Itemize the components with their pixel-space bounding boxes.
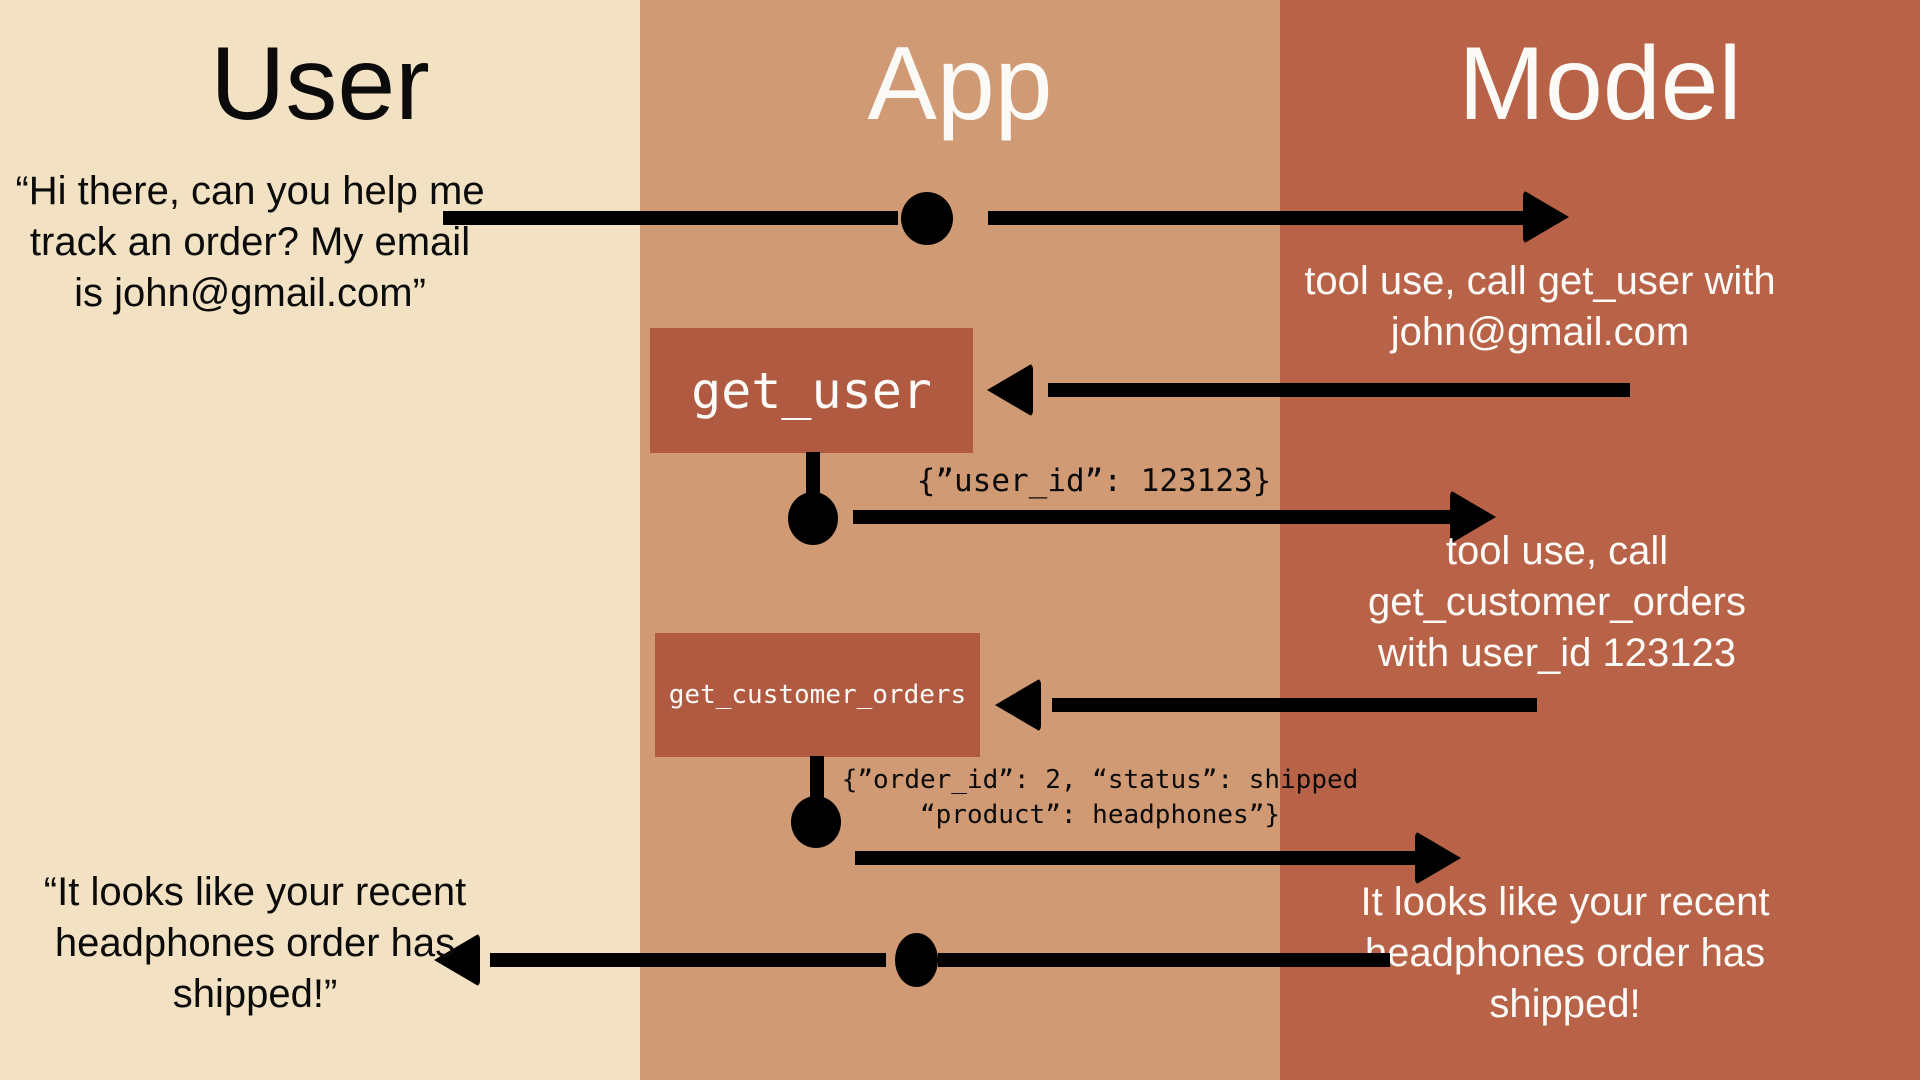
tool-box-get-customer-orders-label: get_customer_orders xyxy=(668,680,967,710)
get-user-connector-line xyxy=(806,452,820,496)
model-tool-call-2-message: tool use, call get_customer_orders with … xyxy=(1368,526,1746,679)
arrow-model-to-user-app-dot xyxy=(895,933,938,987)
tool-result-2-code: {”order_id”: 2, “status”: shipped “produ… xyxy=(842,763,1359,833)
user-reply-line: “It looks like your recent xyxy=(43,870,467,914)
model-tool-call-2-line: tool use, call xyxy=(1445,529,1669,573)
arrowhead-right-icon xyxy=(1450,490,1496,544)
arrow-order-result-to-model-line xyxy=(855,851,1415,865)
model-reply-line: shipped! xyxy=(1489,982,1641,1026)
tool-box-get-customer-orders: get_customer_orders xyxy=(655,633,980,757)
arrowhead-left-icon xyxy=(995,678,1041,732)
tool-box-get-user: get_user xyxy=(650,328,973,453)
model-lane xyxy=(1280,0,1920,1080)
arrow-model-to-get-user-line xyxy=(1048,383,1630,397)
user-request-message: “Hi there, can you help me track an orde… xyxy=(15,166,484,319)
arrow-model-to-user-line-left xyxy=(490,953,886,967)
tool-result-1-code: {”user_id”: 123123} xyxy=(917,461,1272,501)
model-tool-call-1-line: tool use, call get_user with xyxy=(1304,259,1776,303)
user-reply-line: headphones order has xyxy=(54,921,456,965)
tool-box-get-user-label: get_user xyxy=(691,361,932,420)
user-reply-line: shipped!” xyxy=(172,972,338,1016)
arrowhead-right-icon xyxy=(1523,190,1569,244)
model-lane-title: Model xyxy=(1458,26,1742,142)
user-reply-message: “It looks like your recent headphones or… xyxy=(44,867,466,1020)
arrowhead-left-icon xyxy=(434,933,480,987)
model-reply-line: headphones order has xyxy=(1364,931,1766,975)
arrow-user-to-model-app-dot xyxy=(901,192,953,245)
app-lane-title: App xyxy=(867,26,1053,142)
user-lane xyxy=(0,0,640,1080)
arrow-model-to-get-customer-orders-line xyxy=(1052,698,1537,712)
tool-result-2-line: “product”: headphones”} xyxy=(919,800,1281,830)
model-tool-call-1-line: john@gmail.com xyxy=(1390,310,1690,354)
model-tool-call-2-line: with user_id 123123 xyxy=(1377,631,1737,675)
get-customer-orders-result-dot xyxy=(791,796,841,848)
get-user-result-dot xyxy=(788,492,838,545)
user-request-line: track an order? My email xyxy=(29,220,471,264)
user-lane-title: User xyxy=(210,26,430,142)
get-customer-orders-connector-line xyxy=(810,756,824,800)
model-reply-message: It looks like your recent headphones ord… xyxy=(1360,877,1769,1030)
user-request-line: “Hi there, can you help me xyxy=(15,169,485,213)
arrowhead-left-icon xyxy=(987,363,1033,417)
tool-result-2-line: {”order_id”: 2, “status”: shipped xyxy=(841,765,1359,795)
model-tool-call-1-message: tool use, call get_user with john@gmail.… xyxy=(1304,256,1775,358)
app-lane xyxy=(640,0,1280,1080)
arrowhead-right-icon xyxy=(1415,831,1461,885)
tool-result-1-line: {”user_id”: 123123} xyxy=(916,463,1272,499)
user-request-line: is john@gmail.com” xyxy=(74,271,426,315)
arrow-model-to-user-line-right xyxy=(938,953,1390,967)
model-tool-call-2-line: get_customer_orders xyxy=(1368,580,1746,624)
arrow-user-to-model-line-left xyxy=(443,211,898,225)
arrow-user-to-model-line-right xyxy=(988,211,1523,225)
model-reply-line: It looks like your recent xyxy=(1360,880,1770,924)
arrow-user-id-to-model-line xyxy=(853,510,1450,524)
